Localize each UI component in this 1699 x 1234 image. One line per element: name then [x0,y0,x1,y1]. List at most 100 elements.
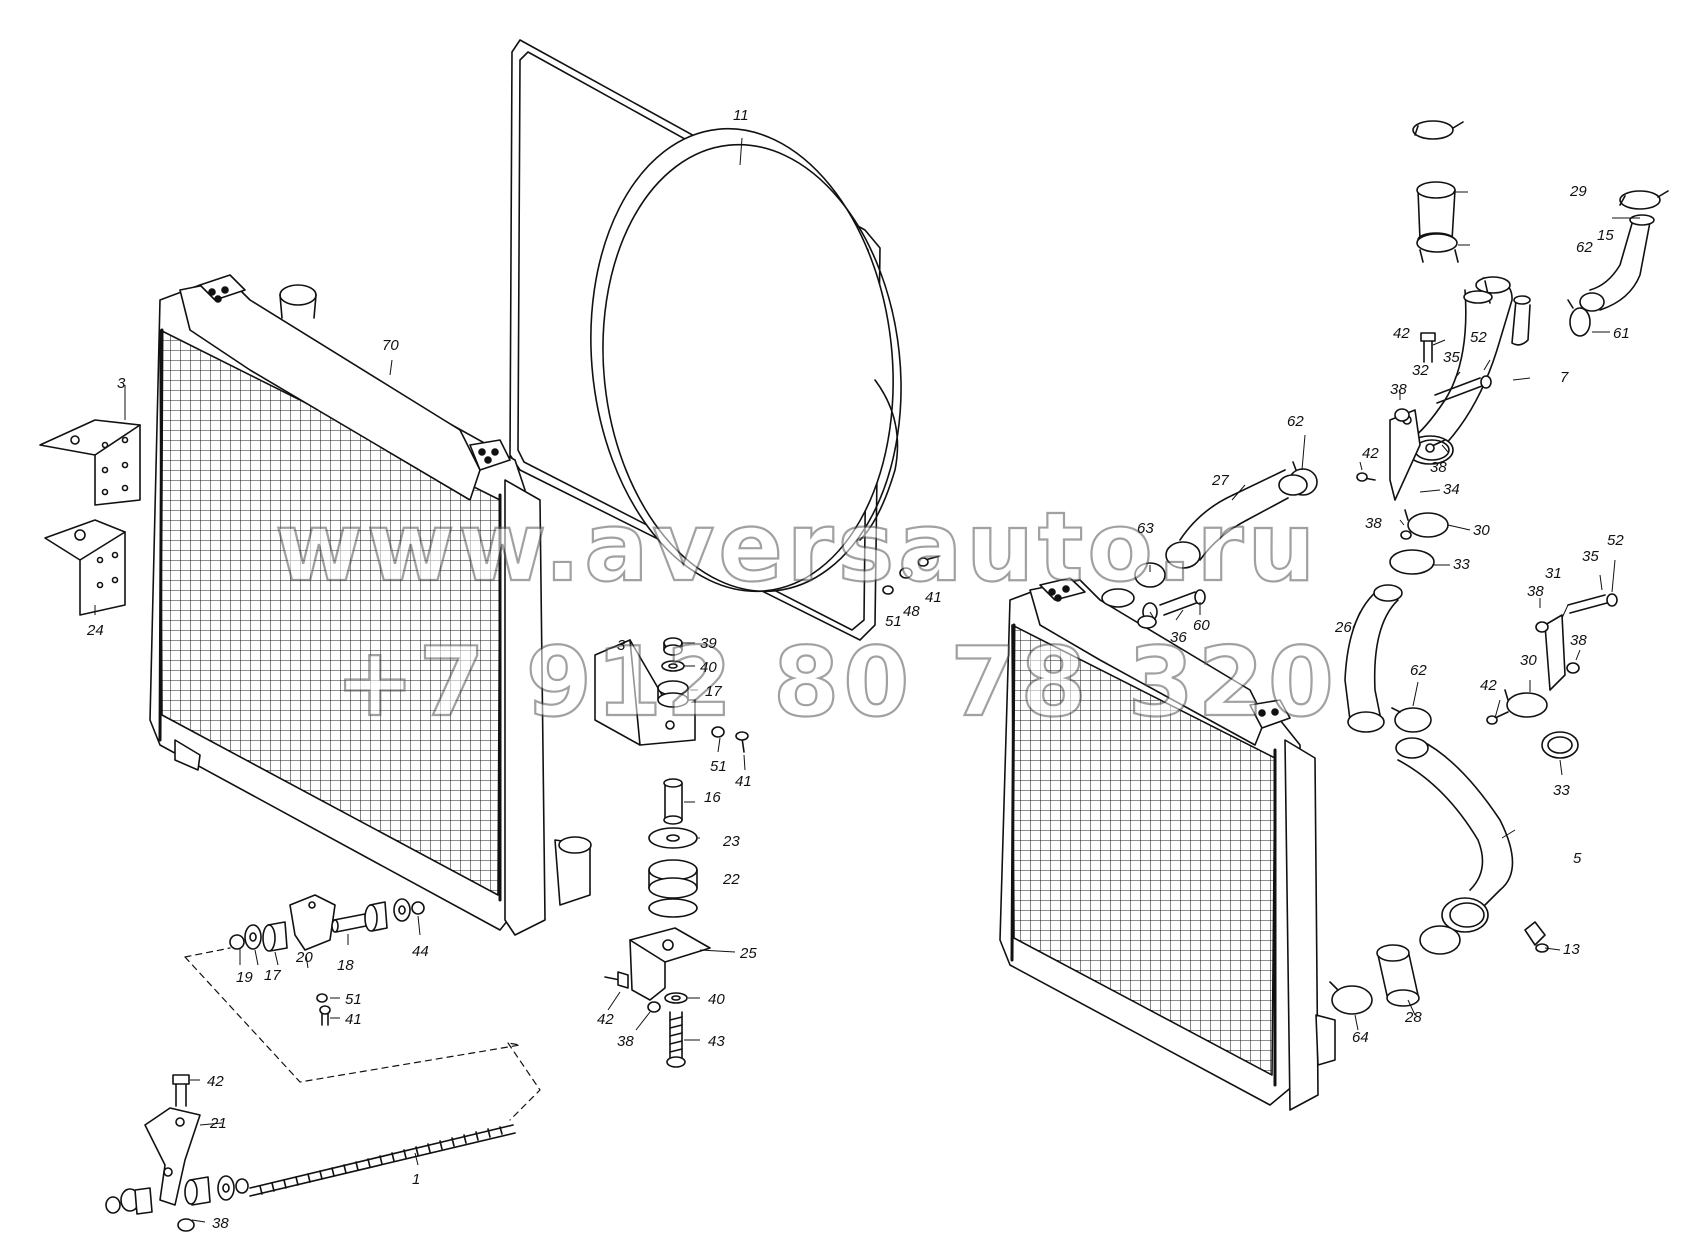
bolt-41-shroud [917,555,941,567]
callout-34: 34 [1443,481,1460,498]
callout-17-top: 17 [705,683,722,700]
callout-52-upper: 52 [1470,329,1487,346]
bracket-3-center [594,639,696,746]
callout-41-lower: 41 [345,1011,362,1028]
bolt-42-center [604,971,629,989]
bolt-41-lower [319,1005,331,1026]
callout-27: 27 [1211,472,1229,489]
nut-39 [663,637,683,656]
callout-42-lower: 42 [207,1073,224,1090]
callout-38-right-a: 38 [1527,583,1544,600]
callout-38-upper: 38 [1390,381,1407,398]
callout-17-lower: 17 [264,967,281,984]
nut-51-lower [316,993,328,1003]
callout-70: 70 [382,337,399,354]
mount-parts-tie-rod [105,1175,249,1215]
callout-19: 19 [236,969,253,986]
clamp-top-29 [1412,120,1464,140]
callout-52-right: 52 [1607,532,1624,549]
bracket-24 [44,519,126,616]
callout-42-mid: 42 [1362,445,1379,462]
callout-62-upper: 62 [1287,413,1304,430]
bracket-20 [289,894,336,951]
hose-15 [1579,214,1655,312]
callout-33: 33 [1453,556,1470,573]
nut-38-upper [1394,408,1410,422]
bracket-25 [629,927,711,1001]
washer-upper-25 [648,898,698,918]
callout-40-top: 40 [700,659,717,676]
callout-51-shroud: 51 [885,613,902,630]
clamp-33-right [1541,731,1579,759]
nut-38-right-b [1566,662,1580,674]
clamp-33 [1389,549,1435,575]
bolt-38-side [1425,439,1446,453]
callout-38-lower: 38 [212,1215,229,1232]
callout-44: 44 [412,943,429,960]
callout-62-top: 62 [1576,239,1593,256]
callout-5: 5 [1573,850,1582,867]
radiator-left [149,274,592,936]
callout-labels: 11 70 3 24 3 39 40 17 51 41 16 23 22 25 … [86,107,1630,1232]
callout-23: 23 [722,833,740,850]
callout-61: 61 [1613,325,1630,342]
callout-28: 28 [1404,1009,1422,1026]
callout-51-center: 51 [710,758,727,775]
tie-rod-1 [249,1124,516,1197]
callout-42-upper: 42 [1393,325,1410,342]
bracket-21 [144,1107,201,1206]
callout-39: 39 [700,635,717,652]
callout-63: 63 [1137,520,1154,537]
stud-35-right [1567,593,1618,614]
clamp-63 [1134,562,1166,588]
callout-43: 43 [708,1033,725,1050]
callout-26: 26 [1334,619,1352,636]
callout-38-right-b: 38 [1570,632,1587,649]
callout-62-mid: 62 [1410,662,1427,679]
bolt-43 [666,1011,686,1068]
cushion-44 [364,898,425,932]
stud-32-35 [1434,375,1492,404]
sleeve-18 [331,913,367,933]
bolt-41-center [735,731,749,753]
clamp-30-right [1504,689,1548,718]
bracket-34 [1389,409,1421,501]
callout-21: 21 [209,1115,227,1132]
watermark-url: www.aversauto.ru [275,493,1319,603]
nut-51-shroud [882,585,894,595]
callout-31: 31 [1545,565,1562,582]
callout-24: 24 [86,622,104,639]
bolt-42-lower [172,1074,190,1107]
nut-38-center [647,1001,661,1013]
callout-36: 36 [1170,629,1187,646]
watermark-phone: +7 912 80 78 320 [335,628,1338,738]
clamp-hose-5 [1419,925,1461,955]
callout-16: 16 [704,789,721,806]
callout-30: 30 [1473,522,1490,539]
callout-1: 1 [412,1171,420,1188]
callout-3-center: 3 [617,637,626,654]
clamp-61 [1567,299,1591,337]
clamp-62-top [1416,233,1459,263]
leader-lines [94,137,1640,1223]
nut-48 [899,567,913,579]
callout-38-side: 38 [1430,459,1447,476]
callout-33-right: 33 [1553,782,1570,799]
callout-38-mid: 38 [1365,515,1382,532]
clamp-60 [1137,615,1157,629]
nut-19 [229,934,245,950]
washer-23 [648,827,698,849]
bracket-31 [1544,614,1566,691]
callout-7: 7 [1560,369,1569,386]
callout-42-right: 42 [1480,677,1497,694]
fan-shroud [509,39,902,641]
callout-22: 22 [722,871,740,888]
callout-38-center: 38 [617,1033,634,1050]
nut-38-mid [1400,530,1412,540]
cushion-22 [648,859,698,899]
bolt-42-upper [1420,332,1436,363]
nut-38-lower [177,1218,195,1232]
clamp-right-15 [1619,190,1669,210]
